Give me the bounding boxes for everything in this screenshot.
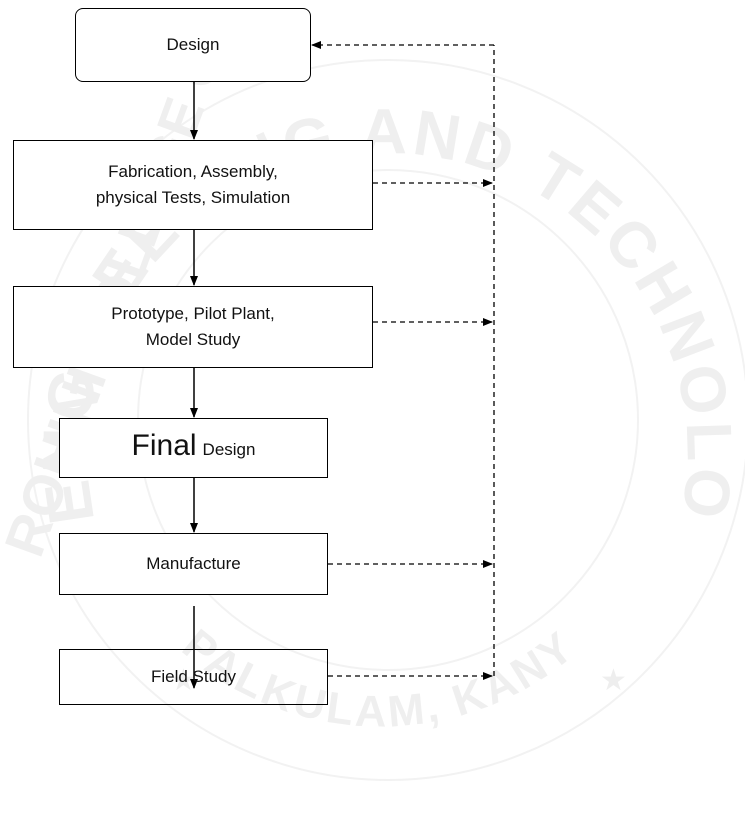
manufacture-box: Manufacture: [59, 533, 328, 595]
manufacture-label: Manufacture: [146, 554, 241, 573]
final-label-big: Final: [131, 429, 197, 462]
design-label: Design: [166, 35, 220, 54]
fabrication-box: Fabrication, Assembly, physical Tests, S…: [13, 140, 373, 230]
field-study-label: Field Study: [150, 667, 237, 686]
fabrication-label-line1: Fabrication, Assembly,: [108, 162, 278, 181]
prototype-box: Prototype, Pilot Plant, Model Study: [13, 286, 373, 368]
final-design-box: Final Design: [59, 418, 328, 478]
prototype-label-line1: Prototype, Pilot Plant,: [111, 304, 275, 323]
final-label-small: Design: [202, 440, 256, 459]
fabrication-label-line2: physical Tests, Simulation: [95, 188, 291, 207]
design-box: Design: [75, 8, 311, 82]
prototype-label-line2: Model Study: [145, 330, 241, 349]
field-study-box: Field Study: [59, 649, 328, 705]
